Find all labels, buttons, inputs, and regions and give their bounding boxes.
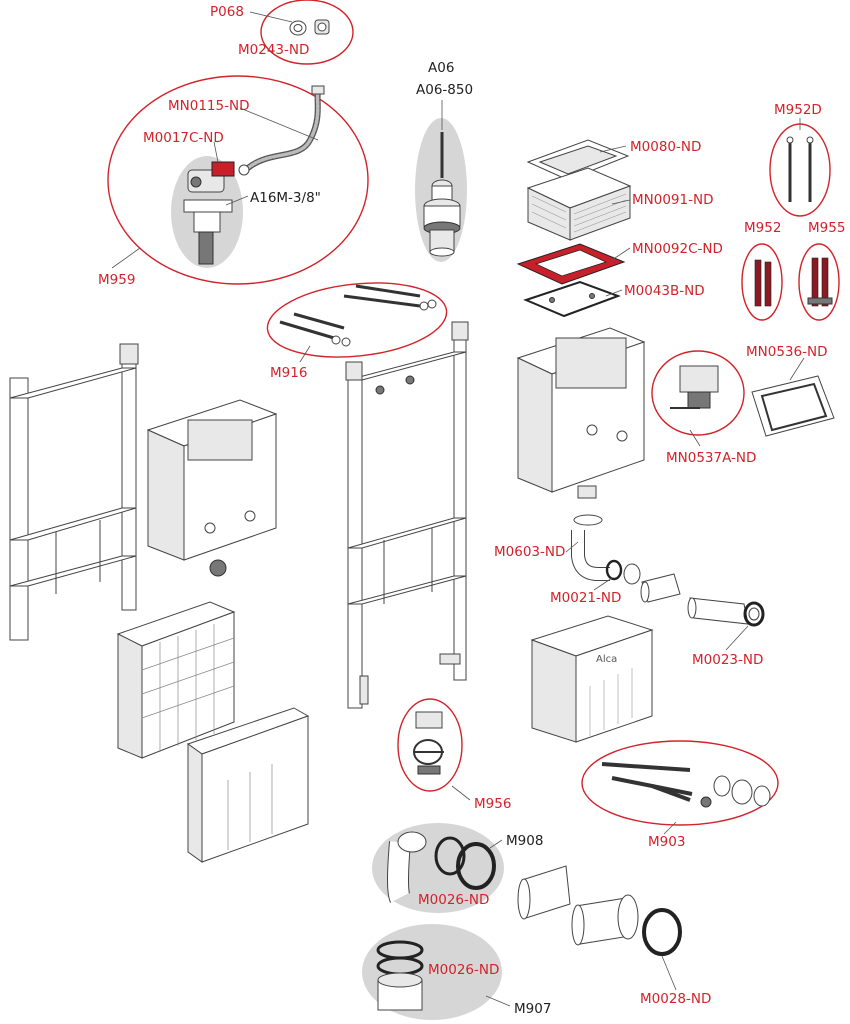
- label-a16m: A16M-3/8": [250, 190, 321, 206]
- mn0092c-frame: [516, 243, 626, 285]
- label-m903: M903: [648, 834, 685, 850]
- m916-group-outline: [266, 282, 448, 358]
- label-m916: M916: [270, 365, 307, 381]
- label-m0017c-nd: M0017C-ND: [143, 130, 224, 146]
- m916-anchor-bolts: [279, 284, 437, 347]
- mn0536-plate: [751, 375, 835, 437]
- m955-rods: [807, 257, 833, 307]
- m0021-seal-rings: [605, 559, 641, 585]
- label-mn0115-nd: MN0115-ND: [168, 98, 249, 114]
- m956-bracket: [413, 711, 444, 775]
- m903-group-outline: [581, 740, 779, 826]
- m955-group-outline: [798, 243, 840, 321]
- m0080-lid: [526, 139, 630, 181]
- label-mn0536-nd: MN0536-ND: [746, 344, 827, 360]
- alca-logo-text: Alca: [596, 654, 617, 665]
- label-m0603-nd: M0603-ND: [494, 544, 565, 560]
- label-m907: M907: [514, 1001, 551, 1017]
- label-m0023-nd: M0023-ND: [692, 652, 763, 668]
- m952-group-outline: [741, 243, 783, 321]
- alca-protective-box: Alca: [530, 615, 654, 743]
- label-mn0537a-nd: MN0537A-ND: [666, 450, 756, 466]
- a16m-fill-valve: [183, 161, 235, 265]
- m903-rods: [601, 762, 771, 808]
- label-m956: M956: [474, 796, 511, 812]
- label-mn0091-nd: MN0091-ND: [632, 192, 713, 208]
- m952d-group-outline: [769, 123, 831, 217]
- label-m0043b-nd: M0043B-ND: [624, 283, 705, 299]
- middle-wall-frame: [345, 321, 469, 709]
- m907-fittings: [376, 940, 424, 1011]
- left-wall-frame: [9, 343, 139, 641]
- label-m0028-nd: M0028-ND: [640, 991, 711, 1007]
- m956-group-outline: [397, 698, 463, 792]
- label-m0021-nd: M0021-ND: [550, 590, 621, 606]
- flush-pipe-short: [640, 573, 681, 603]
- flush-pipe-long: [687, 597, 749, 625]
- leader-lines: [111, 11, 805, 1007]
- waste-pipe-assembly: [517, 865, 639, 946]
- mn0537a-group-outline: [651, 350, 745, 436]
- label-m959: M959: [98, 272, 135, 288]
- label-a06: A06: [428, 60, 454, 76]
- p068-group-outline: [260, 0, 354, 65]
- m952-rods: [754, 259, 772, 307]
- m0023-connector: [743, 601, 765, 627]
- m908-elbow-assembly: [387, 831, 496, 903]
- left-cladding-panel-grid: [116, 601, 236, 759]
- label-p068: P068: [210, 4, 244, 20]
- left-cladding-panel-front: [186, 707, 310, 863]
- label-m952: M952: [744, 220, 781, 236]
- label-m952d: M952D: [774, 102, 822, 118]
- label-a06-850: A06-850: [416, 82, 473, 98]
- mn0537a-bracket: [670, 365, 719, 409]
- a06-flush-valve: [423, 132, 461, 257]
- m0603-elbow: [571, 514, 610, 581]
- label-m0026-nd-upper: M0026-ND: [418, 892, 489, 908]
- label-m0243-nd: M0243-ND: [238, 42, 309, 58]
- p068-seal-parts: [289, 19, 330, 36]
- m959-group-outline: [107, 75, 369, 285]
- label-m0026-nd-lower: M0026-ND: [428, 962, 499, 978]
- mn0091-box: [526, 167, 632, 241]
- label-m0080-nd: M0080-ND: [630, 139, 701, 155]
- label-mn0092c-nd: MN0092C-ND: [632, 241, 723, 257]
- right-cistern: [516, 327, 646, 499]
- label-m908: M908: [506, 833, 543, 849]
- m0043b-gasket: [523, 280, 621, 318]
- label-m955: M955: [808, 220, 845, 236]
- left-cistern: [146, 399, 278, 577]
- m0028-ring: [642, 908, 682, 956]
- mn0115-flex-hose: [238, 85, 325, 176]
- m952d-rods: [786, 136, 814, 202]
